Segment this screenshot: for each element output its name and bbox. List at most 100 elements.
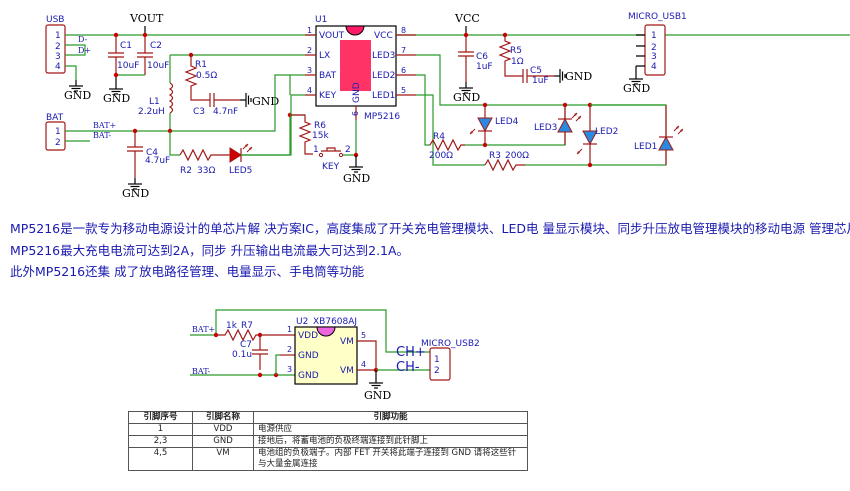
u1-pin-vout: VOUT <box>319 31 345 41</box>
u2-pin-num: 1 <box>287 325 292 334</box>
cell-pin-number: 4,5 <box>128 447 193 471</box>
l1-ref: L1 <box>149 97 160 107</box>
c4-value: 4.7uF <box>145 156 170 166</box>
usb-pin-4: 4 <box>55 62 61 72</box>
c3-ref: C3 <box>193 107 205 117</box>
r2-value: 33Ω <box>197 166 215 176</box>
u2-pin-vdd: VDD <box>298 331 318 341</box>
resistor-r1: R1 0.5Ω <box>184 55 217 101</box>
u2-pin-num: 2 <box>287 345 292 354</box>
resistor-r2: R2 33Ω <box>179 148 230 176</box>
key-switch: 1 2 KEY <box>313 145 351 172</box>
u2-pin-gnd: GND <box>298 351 319 361</box>
u1-part: MP5216 <box>364 112 400 122</box>
u1-pin-num: 8 <box>401 26 406 35</box>
capacitor-c3: C3 4.7nF <box>193 93 240 117</box>
key-pin-1: 1 <box>313 145 319 155</box>
cell-pin-function: 接地后，将蓄电池的负极终端连接到此针脚上 <box>253 435 528 448</box>
capacitor-c2: C2 10uF <box>137 35 169 75</box>
led5-ref: LED5 <box>229 166 252 176</box>
c7-ref: C7 <box>240 340 252 350</box>
header-pin-function: 引脚功能 <box>253 411 528 424</box>
c1-value: 10uF <box>117 61 139 71</box>
u1-pin-lx: LX <box>319 51 330 61</box>
r3-value: 200Ω <box>505 151 529 161</box>
schematic-xb7608aj: BAT+ BAT- 1k R7 C7 0.1u U2 XB7608AJ 1 2 … <box>190 309 480 402</box>
u2-pin-num: 3 <box>287 365 292 374</box>
micro-usb1-pin-4: 4 <box>651 62 657 72</box>
usb-connector: USB 1 2 3 4 <box>45 15 66 74</box>
resistor-r5: R5 1Ω <box>498 35 524 77</box>
capacitor-c6: C6 1uF <box>458 35 493 82</box>
capacitor-c1: C1 10uF <box>108 35 139 75</box>
u2-pin-vm: VM <box>340 366 354 376</box>
cell-pin-number: 2,3 <box>128 435 193 448</box>
u2-ref: U2 <box>296 317 308 327</box>
description-line-1: MP5216是一款专为移动电源设计的单芯片解 决方案IC，高度集成了开关充电管理… <box>10 221 850 236</box>
r4-value: 200Ω <box>429 151 453 161</box>
key-pin-2: 2 <box>345 145 351 155</box>
table-row: 2,3 GND 接地后，将蓄电池的负极终端连接到此针脚上 <box>128 435 528 448</box>
micro-usb1-pin-3: 3 <box>651 52 657 62</box>
micro-usb2-pin-1: 1 <box>434 355 440 365</box>
resistor-r4: R4 200Ω <box>429 132 465 161</box>
table-row: 1 VDD 电源供应 <box>128 423 528 436</box>
chip-u2: U2 XB7608AJ 1 2 3 VDD GND GND VM VM 5 4 <box>287 317 366 385</box>
c2-ref: C2 <box>150 41 162 51</box>
capacitor-c4: C4 4.7uF <box>127 131 170 178</box>
r2-ref: R2 <box>180 166 192 176</box>
gnd-label: GND <box>623 82 650 95</box>
usb-pin-2: 2 <box>55 42 61 52</box>
led2-ref: LED2 <box>595 127 618 137</box>
u1-pin-num: 2 <box>307 46 312 55</box>
gnd-label: GND <box>343 172 370 185</box>
micro-usb2-connector: MICRO_USB2 1 2 <box>421 339 480 381</box>
u2-pin-vm: VM <box>340 337 354 347</box>
pin-function-table: 引脚序号 引脚名称 引脚功能 1 VDD 电源供应 2,3 GND 接地后，将蓄… <box>128 411 528 471</box>
r1-value: 0.5Ω <box>196 71 217 81</box>
usb-label: USB <box>46 15 64 25</box>
schematic-mp5216: USB 1 2 3 4 D- D+ GND VOUT C1 10uF C2 10… <box>45 12 850 200</box>
gnd-label: GND <box>122 187 149 200</box>
u1-pin-num: 7 <box>401 46 406 55</box>
c6-ref: C6 <box>476 52 488 62</box>
resistor-r7: 1k R7 <box>216 321 260 342</box>
chip-u1: U1 1 2 3 4 VOUT LX BAT KEY 8 7 6 5 VCC L… <box>305 15 416 122</box>
cell-pin-number: 1 <box>128 423 193 436</box>
table-header-row: 引脚序号 引脚名称 引脚功能 <box>128 411 528 424</box>
c5-ref: C5 <box>530 66 542 76</box>
net-bat-plus: BAT+ <box>192 325 215 334</box>
u2-pin-num: 4 <box>361 360 366 369</box>
micro-usb1-pin-2: 2 <box>651 43 657 53</box>
net-ch-plus: CH+ <box>396 345 426 360</box>
capacitor-c5: C5 1uF <box>522 66 554 86</box>
vcc-label: VCC <box>454 12 480 25</box>
resistor-r6: R6 15k <box>291 114 329 155</box>
r5-ref: R5 <box>510 46 522 56</box>
led1-ref: LED1 <box>634 142 657 152</box>
micro-usb1-label: MICRO_USB1 <box>628 12 687 22</box>
u2-part: XB7608AJ <box>313 317 357 327</box>
gnd-label: GND <box>453 91 480 104</box>
cell-pin-function: 电池组的负极端子。内部 FET 开关将此端子连接到 GND 请将这些针与大量金属… <box>253 447 528 471</box>
l1-value: 2.2uH <box>138 107 165 117</box>
micro-usb2-pin-2: 2 <box>434 366 440 376</box>
led-led3: LED3 <box>534 105 582 145</box>
net-bat-plus: BAT+ <box>93 121 116 130</box>
led4-ref: LED4 <box>495 117 519 127</box>
u1-pin-key: KEY <box>319 91 337 101</box>
net-d-minus: D- <box>78 35 88 44</box>
usb-pin-1: 1 <box>55 31 61 41</box>
key-ref: KEY <box>322 162 340 172</box>
table-row: 4,5 VM 电池组的负极端子。内部 FET 开关将此端子连接到 GND 请将这… <box>128 447 528 471</box>
r6-ref: R6 <box>314 121 326 131</box>
bat-connector: BAT 1 2 <box>45 113 66 151</box>
bat-label: BAT <box>46 113 64 123</box>
c4-ref: C4 <box>146 148 158 158</box>
led3-ref: LED3 <box>534 123 557 133</box>
u2-pin-num: 5 <box>361 331 366 340</box>
u1-pin-num: 5 <box>401 86 406 95</box>
u1-pin-bat: BAT <box>319 71 337 81</box>
u1-pin-num: 9 <box>350 111 359 116</box>
led-led1: LED1 <box>634 105 684 165</box>
